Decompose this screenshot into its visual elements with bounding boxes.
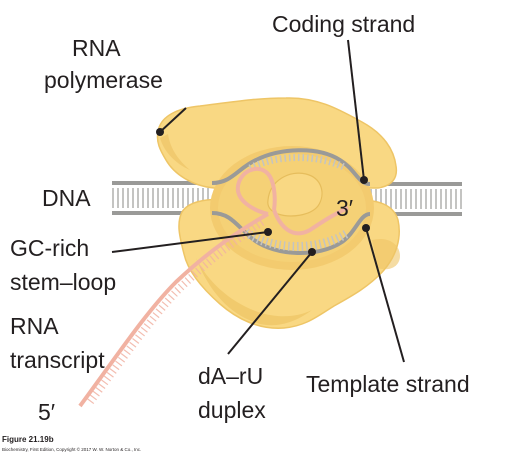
label-template-strand: Template strand (306, 371, 470, 397)
leader-rna-polymerase (156, 107, 187, 136)
leader-template-strand (362, 224, 405, 363)
rna-transcript (78, 166, 349, 408)
leader-coding-strand (347, 39, 368, 184)
label-gc-rich-line1: GC-rich (10, 235, 89, 261)
dna-bubble (211, 148, 371, 255)
label-gc-rich-line2: stem–loop (10, 269, 116, 295)
label-three-prime: 3′ (336, 195, 353, 221)
label-rna-polymerase-line2: polymerase (44, 67, 163, 93)
figure-caption-credit: Biochemistry, First Edition, Copyright ©… (2, 446, 141, 452)
label-dA-rU-line2: duplex (198, 397, 266, 423)
leader-dA-rU (227, 248, 316, 355)
label-rna-transcript-line1: RNA (10, 313, 59, 339)
label-dna: DNA (42, 185, 91, 211)
label-rna-polymerase-line1: RNA (72, 35, 121, 61)
label-five-prime: 5′ (38, 399, 55, 425)
label-rna-transcript-line2: transcript (10, 347, 105, 373)
leader-gc-rich (111, 228, 272, 253)
label-dA-rU-line1: dA–rU (198, 363, 263, 389)
figure-caption-title: Figure 21.19b (2, 435, 54, 444)
label-coding-strand: Coding strand (272, 11, 415, 37)
